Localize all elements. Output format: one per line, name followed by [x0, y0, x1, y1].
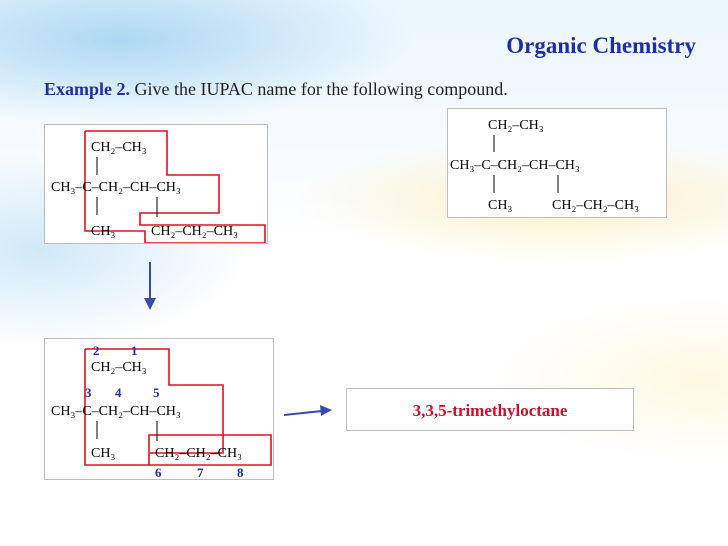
answer-box: 3,3,5-trimethyloctane: [346, 388, 634, 431]
plain-propyl: CH₂–CH₂–CH₃: [552, 198, 639, 213]
hl-methyl: CH₃: [91, 224, 115, 239]
example-prompt: Example 2. Give the IUPAC name for the f…: [44, 79, 508, 100]
num-7: 7: [197, 465, 204, 479]
num-8: 8: [237, 465, 244, 479]
slide-title: Organic Chemistry: [506, 33, 696, 58]
example-text: Give the IUPAC name for the following co…: [130, 79, 508, 99]
num-top-branch: CH₂–CH₃: [91, 360, 147, 375]
num-3: 3: [85, 385, 92, 400]
down-arrow-icon: [144, 262, 156, 310]
plain-methyl: CH₃: [488, 198, 512, 213]
num-main-chain: CH₃–C–CH₂–CH–CH₃: [51, 404, 181, 419]
example-label: Example 2.: [44, 79, 131, 99]
plain-main-chain: CH₃–C–CH₂–CH–CH₃: [450, 158, 580, 173]
num-methyl: CH₃: [91, 446, 115, 461]
num-1: 1: [131, 343, 138, 358]
num-6: 6: [155, 465, 162, 479]
hl-propyl: CH₂–CH₂–CH₃: [151, 224, 238, 239]
structure-numbered: 2 1 CH₂–CH₃ 3 4 5 CH₃–C–CH₂–CH–CH₃ CH₃ C…: [44, 338, 274, 480]
highlight-numbered-chain: [84, 348, 272, 466]
structure-numbered-svg: 2 1 CH₂–CH₃ 3 4 5 CH₃–C–CH₂–CH–CH₃ CH₃ C…: [51, 343, 272, 480]
structure-highlighted-svg: CH₂–CH₃ CH₃–C–CH₂–CH–CH₃ CH₃ CH₂–CH₂–CH₃: [51, 130, 266, 244]
structure-plain: CH₂–CH₃ CH₃–C–CH₂–CH–CH₃ CH₃ CH₂–CH₂–CH₃: [447, 108, 667, 218]
right-arrow-icon: [284, 405, 332, 416]
num-propyl: CH₂–CH₂–CH₃: [155, 446, 242, 461]
num-2: 2: [93, 343, 100, 358]
num-5: 5: [153, 385, 160, 400]
highlight-longest-chain: [84, 130, 266, 244]
hl-main-chain: CH₃–C–CH₂–CH–CH₃: [51, 180, 181, 195]
plain-top-branch: CH₂–CH₃: [488, 118, 544, 133]
structure-plain-svg: CH₂–CH₃ CH₃–C–CH₂–CH–CH₃ CH₃ CH₂–CH₂–CH₃: [450, 118, 639, 213]
hl-top-branch: CH₂–CH₃: [91, 140, 147, 155]
structure-highlighted: CH₂–CH₃ CH₃–C–CH₂–CH–CH₃ CH₃ CH₂–CH₂–CH₃: [44, 124, 268, 244]
num-4: 4: [115, 385, 122, 400]
